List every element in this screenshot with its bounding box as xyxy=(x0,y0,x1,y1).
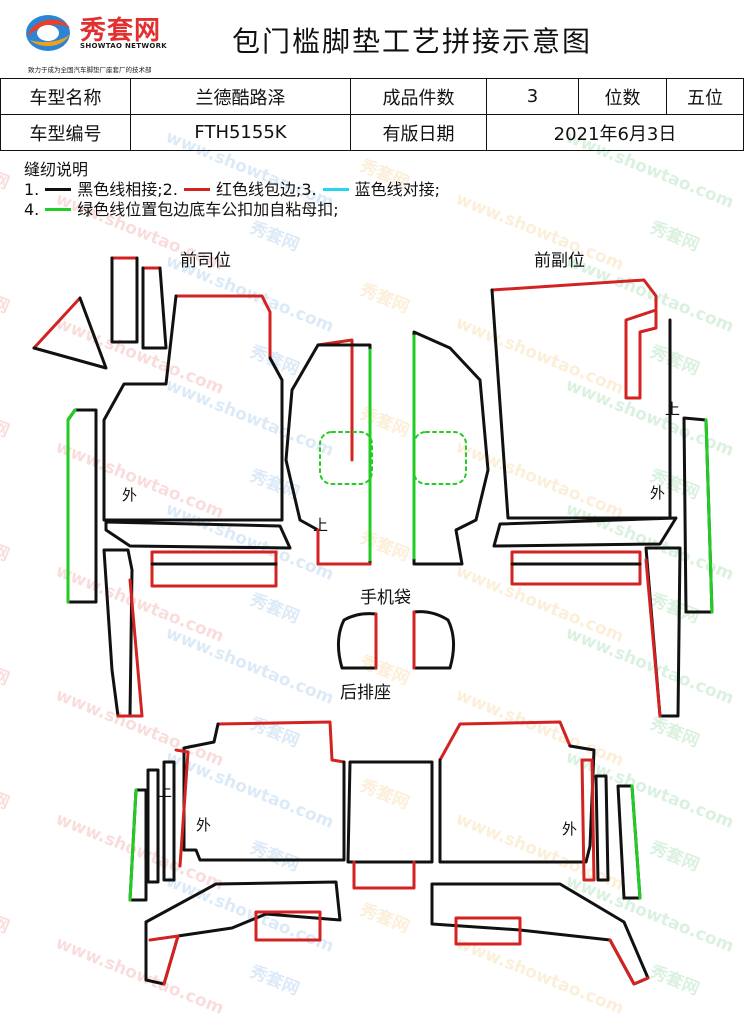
brand-logo: 秀套网 SHOWTAO NETWORK 致力于成为全国汽车脚垫厂座套厂的技术部 xyxy=(22,8,182,74)
model-code-label: 车型编号 xyxy=(0,114,131,151)
model-code-value: FTH5155K xyxy=(130,114,351,151)
center-front-pieces xyxy=(284,330,490,670)
pieces-label: 成品件数 xyxy=(350,78,487,115)
green-line-swatch xyxy=(45,207,72,211)
sewing-heading: 缝纫说明 xyxy=(24,160,89,179)
sewing-num-4: 4. xyxy=(24,200,40,219)
info-row-2: 车型编号 FTH5155K 有版日期 2021年6月3日 xyxy=(0,114,744,151)
sewing-cyan-text: 蓝色线对接; xyxy=(354,180,441,199)
sewing-line-1: 1. 黑色线相接;2. 红色线包边;3. 蓝色线对接; xyxy=(24,180,440,200)
label-outer-driver: 外 xyxy=(122,486,138,504)
label-phone-bag: 手机袋 xyxy=(360,588,411,608)
model-name-label: 车型名称 xyxy=(0,78,131,115)
date-value: 2021年6月3日 xyxy=(486,114,744,151)
sewing-notes: 缝纫说明 1. 黑色线相接;2. 红色线包边;3. 蓝色线对接; 4. 绿色线位置包边底… xyxy=(24,160,440,220)
brand-name-en: SHOWTAO NETWORK xyxy=(80,42,168,50)
info-row-1: 车型名称 兰德酷路泽 成品件数 3 位数 五位 xyxy=(0,78,744,115)
label-outer-passenger: 外 xyxy=(650,484,666,502)
rear-pieces xyxy=(128,720,650,986)
seats-label: 位数 xyxy=(578,78,667,115)
brand-swirl-icon xyxy=(26,15,70,51)
driver-front-pieces xyxy=(32,256,292,718)
brand-tagline: 致力于成为全国汽车脚垫厂座套厂的技术部 xyxy=(28,66,152,74)
info-table: 车型名称 兰德酷路泽 成品件数 3 位数 五位 车型编号 FTH5155K 有版… xyxy=(0,78,744,151)
sewing-red-text: 红色线包边;3. xyxy=(215,180,317,199)
label-outer-rear-right: 外 xyxy=(562,820,578,838)
brand-name: 秀套网 xyxy=(80,16,162,46)
date-label: 有版日期 xyxy=(350,114,487,151)
red-line-swatch xyxy=(183,187,210,191)
cyan-line-swatch xyxy=(322,187,349,191)
label-rear-seat: 后排座 xyxy=(340,683,391,703)
label-outer-rear-left: 外 xyxy=(196,816,212,834)
sewing-green-text: 绿色线位置包边底车公扣加自粘母扣; xyxy=(77,200,339,219)
header: 秀套网 SHOWTAO NETWORK 致力于成为全国汽车脚垫厂座套厂的技术部 … xyxy=(0,0,745,78)
passenger-front-pieces xyxy=(490,278,714,718)
label-passenger-front: 前副位 xyxy=(534,251,585,271)
sewing-black-text: 黑色线相接;2. xyxy=(77,180,178,199)
black-line-swatch xyxy=(45,187,72,191)
sewing-line-2: 4. 绿色线位置包边底车公扣加自粘母扣; xyxy=(24,200,440,220)
sewing-num-1: 1. xyxy=(24,180,40,199)
page-title: 包门槛脚垫工艺拼接示意图 xyxy=(232,25,593,58)
label-driver-front: 前司位 xyxy=(180,251,231,271)
